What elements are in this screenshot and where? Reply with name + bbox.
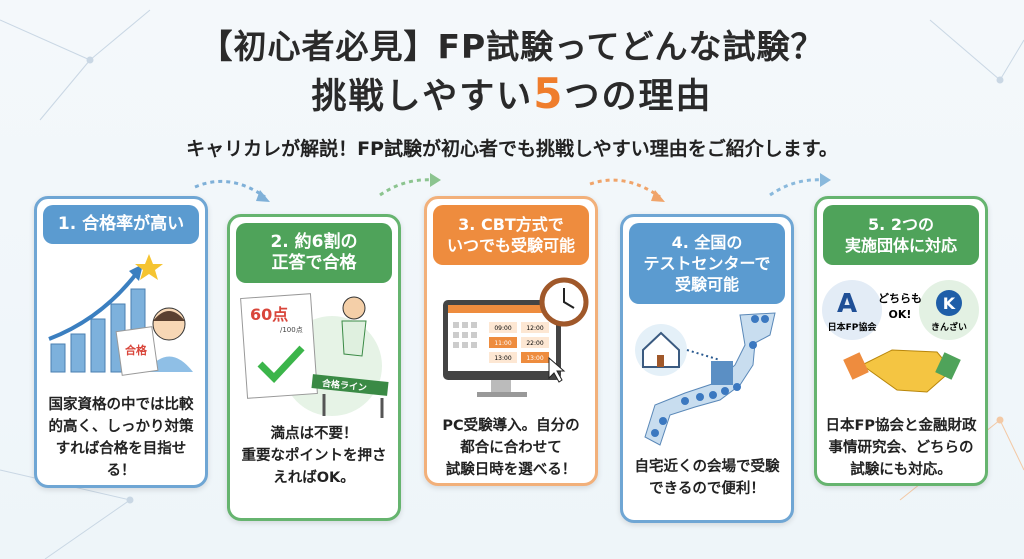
title-text-end: つの理由 xyxy=(564,77,713,117)
reason-card-1: 1. 合格率が高い 合格 国家資格の中では比較的高く、しっかり対策すれば合格を目… xyxy=(34,196,208,488)
card-heading-line2: いつでも受験可能 xyxy=(446,236,575,255)
time-slot: 13:00 xyxy=(526,355,543,362)
both-ok-text: どちらも xyxy=(878,292,922,305)
hurdle-illustration: 60点 /100点 合格ライン xyxy=(230,283,398,423)
card-description-line3: 試験日時を選べる！ xyxy=(445,462,577,478)
time-slot: 13:00 xyxy=(494,355,511,362)
card-heading-line2: 正答で合格 xyxy=(271,253,357,273)
computer-schedule-illustration: 09:00 12:00 11:00 22:00 13:00 13:00 xyxy=(427,265,595,415)
arrow-icon xyxy=(769,173,831,197)
subtitle: キャリカレが解説！FP試験が初心者でも挑戦しやすい理由をご紹介します。 xyxy=(186,138,838,160)
time-slot: 22:00 xyxy=(526,340,543,347)
svg-text:K: K xyxy=(943,294,956,313)
japan-map-illustration xyxy=(623,304,791,456)
card-description-line2: できるので便利！ xyxy=(649,481,765,497)
reason-card-4: 4. 全国のテストセンターで受験可能 自宅近くの会場で受験できるので便利！ xyxy=(620,214,794,523)
reason-card-5: 5. 2つの実施団体に対応 A 日本FP協会 K きんざい どちらも OK! 日… xyxy=(814,196,988,486)
title-number: 5 xyxy=(533,69,565,118)
card-heading-line1: 5. 2つの xyxy=(868,215,934,234)
card-heading-line1: 3. CBT方式で xyxy=(458,215,564,234)
card-description: 日本FP協会と金融財政事情研究会、どちらの試験にも対応。 xyxy=(825,418,977,478)
page-title-line1: 【初心者必見】FP試験ってどんな試験？ xyxy=(199,27,825,66)
card-heading-line1: 2. 約6割の xyxy=(270,232,358,252)
total-text: /100点 xyxy=(280,326,303,334)
card-heading-line1: 4. 全国の xyxy=(671,233,743,252)
card-heading-line2: テストセンターで xyxy=(643,254,771,273)
arrow-icon xyxy=(379,173,441,197)
checkmark-icon xyxy=(257,345,305,383)
building-icon xyxy=(710,361,733,385)
star-icon xyxy=(135,254,163,280)
reason-card-3: 3. CBT方式でいつでも受験可能 09:00 12:00 11:00 22:0… xyxy=(424,196,598,486)
arrow-icon xyxy=(589,178,665,202)
time-slot: 11:00 xyxy=(494,340,511,347)
partnership-illustration: A 日本FP協会 K きんざい どちらも OK! xyxy=(817,265,985,415)
pass-stamp-text: 合格 xyxy=(125,343,148,357)
handshake-icon xyxy=(843,349,961,393)
cursor-icon xyxy=(548,356,565,383)
card-description-line2: 重要なポイントを押さえればOK。 xyxy=(241,448,387,486)
time-slot: 12:00 xyxy=(526,325,543,332)
logo-label-kinzai: きんざい xyxy=(931,321,967,333)
card-description-line1: 満点は不要！ xyxy=(270,426,358,442)
page-title-line2: 挑戦しやすい5つの理由 xyxy=(0,68,1024,119)
kinzai-logo-icon xyxy=(936,290,962,316)
card-heading-line2: 実施団体に対応 xyxy=(844,236,957,255)
rising-chart-illustration: 合格 xyxy=(37,244,205,394)
card-description-line1: 自宅近くの会場で受験 xyxy=(634,459,780,475)
card-heading-line3: 受験可能 xyxy=(674,275,739,294)
card-description-line2: 都合に合わせて xyxy=(460,440,562,456)
card-heading: 1. 合格率が高い xyxy=(43,205,199,244)
jafp-logo-icon: A xyxy=(837,289,857,319)
house-icon xyxy=(641,331,680,368)
logo-label-jafp: 日本FP協会 xyxy=(828,321,878,333)
time-slot: 09:00 xyxy=(494,325,511,332)
card-description: 国家資格の中では比較的高く、しっかり対策すれば合格を目指せる！ xyxy=(48,397,194,479)
card-description-line1: PC受験導入。自分の xyxy=(442,418,580,434)
title-text: 挑戦しやすい xyxy=(311,77,534,117)
score-text: 60点 xyxy=(250,305,288,324)
reason-card-2: 2. 約6割の正答で合格 60点 /100点 合格ライン 満点は不要！ 重要なポイ… xyxy=(227,214,401,521)
arrow-icon xyxy=(194,179,270,202)
ok-text: OK! xyxy=(889,308,912,321)
clock-icon xyxy=(539,277,588,327)
